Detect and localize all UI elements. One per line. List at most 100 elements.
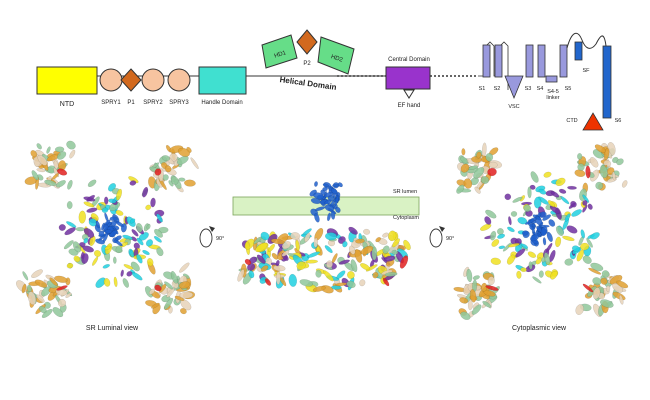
structure-helix — [255, 242, 268, 253]
structure-helix — [276, 271, 281, 285]
structure-helix — [260, 231, 270, 241]
structure-helix — [95, 238, 105, 245]
structure-helix — [145, 239, 154, 247]
structure-helix — [46, 146, 51, 154]
hd2-block — [317, 36, 355, 75]
structure-helix — [612, 171, 616, 181]
structure-helix — [523, 204, 532, 212]
structure-helix — [145, 204, 152, 211]
structure-helix — [532, 276, 542, 284]
structure-helix — [577, 163, 585, 171]
structure-helix — [256, 254, 266, 264]
structure-helix — [58, 224, 66, 231]
structure-helix — [72, 241, 82, 253]
structure-helix — [313, 237, 318, 248]
s45-linker — [545, 75, 558, 83]
structure-helix — [170, 270, 178, 284]
structure-helix — [382, 277, 390, 287]
structure-helix — [22, 271, 29, 281]
structure-helix — [487, 167, 497, 177]
structure-helix — [384, 271, 398, 277]
tm-line — [478, 41, 509, 90]
p1-label: P1 — [127, 100, 135, 106]
structure-helix — [521, 230, 529, 236]
tm-topology — [478, 32, 612, 131]
structure-helix — [69, 149, 76, 159]
structure-helix — [98, 230, 105, 237]
s3-label: S3 — [525, 86, 532, 92]
rotate-right-label: 90° — [446, 236, 454, 242]
structure-helix — [288, 273, 297, 287]
structure-helix — [350, 259, 358, 273]
structure-helix — [570, 200, 577, 208]
structure-helix — [342, 241, 348, 248]
structure-helix — [547, 200, 555, 208]
structure-helix — [104, 196, 109, 205]
structure-helix — [114, 239, 123, 247]
structure-helix — [109, 216, 118, 222]
structure-helix — [575, 304, 584, 315]
structure-helix — [375, 237, 381, 243]
structure-helix — [36, 143, 42, 150]
structure-helix — [616, 158, 624, 166]
p2-label: P2 — [303, 61, 311, 67]
structure-helix — [164, 281, 174, 290]
structure-helix — [78, 210, 86, 224]
structure-helix — [480, 176, 490, 184]
structure-helix — [335, 206, 341, 213]
structure-helix — [37, 154, 48, 166]
structure-helix — [346, 280, 356, 288]
rotate-left-label: 90° — [216, 236, 224, 242]
structure-helix — [382, 232, 389, 238]
structure-helix — [590, 232, 600, 240]
side-view: SR lumen Cytoplasm — [232, 181, 420, 294]
structure-helix — [347, 271, 355, 279]
structure-helix — [131, 229, 139, 237]
structure-helix — [146, 258, 154, 267]
structure-helix — [590, 262, 604, 272]
structure-helix — [533, 196, 542, 209]
structure-helix — [577, 153, 583, 160]
structure-helix — [582, 200, 588, 206]
structure-helix — [371, 246, 378, 261]
structure-helix — [115, 235, 122, 241]
structure-helix — [21, 283, 27, 294]
structure-helix — [166, 287, 175, 298]
structure-helix — [120, 269, 124, 277]
structure-helix — [469, 289, 477, 303]
structure-helix — [487, 276, 495, 286]
structure-helix — [582, 194, 590, 203]
ef-hand-label: EF hand — [398, 103, 421, 109]
s6-helix — [602, 45, 612, 119]
central-box — [385, 66, 431, 90]
structure-helix — [49, 277, 58, 287]
structure-helix — [471, 304, 482, 315]
structure-helix — [399, 255, 409, 269]
structure-helix — [83, 201, 95, 208]
structure-helix — [163, 297, 174, 310]
structure-helix — [43, 301, 51, 309]
s5-helix — [559, 44, 568, 78]
structure-helix — [177, 147, 190, 157]
structure-helix — [463, 178, 473, 189]
structure-helix — [64, 227, 76, 236]
structure-helix — [392, 238, 400, 248]
structure-helix — [542, 237, 547, 246]
structure-helix — [326, 260, 333, 268]
structure-helix — [482, 142, 487, 157]
structure-helix — [56, 285, 68, 291]
spry3-label: SPRY3 — [169, 100, 189, 106]
sr-lumen-label: SR lumen — [393, 189, 417, 195]
structure-helix — [555, 177, 566, 187]
s4-label: S4 — [537, 86, 544, 92]
structure-helix — [467, 299, 473, 311]
structure-helix — [44, 179, 57, 186]
structure-helix — [296, 261, 306, 270]
structure-helix — [383, 255, 396, 262]
structure-helix — [324, 199, 332, 205]
structure-helix — [129, 218, 136, 224]
structure-helix — [63, 240, 74, 250]
structure-helix — [323, 270, 334, 282]
structure-helix — [498, 245, 506, 250]
